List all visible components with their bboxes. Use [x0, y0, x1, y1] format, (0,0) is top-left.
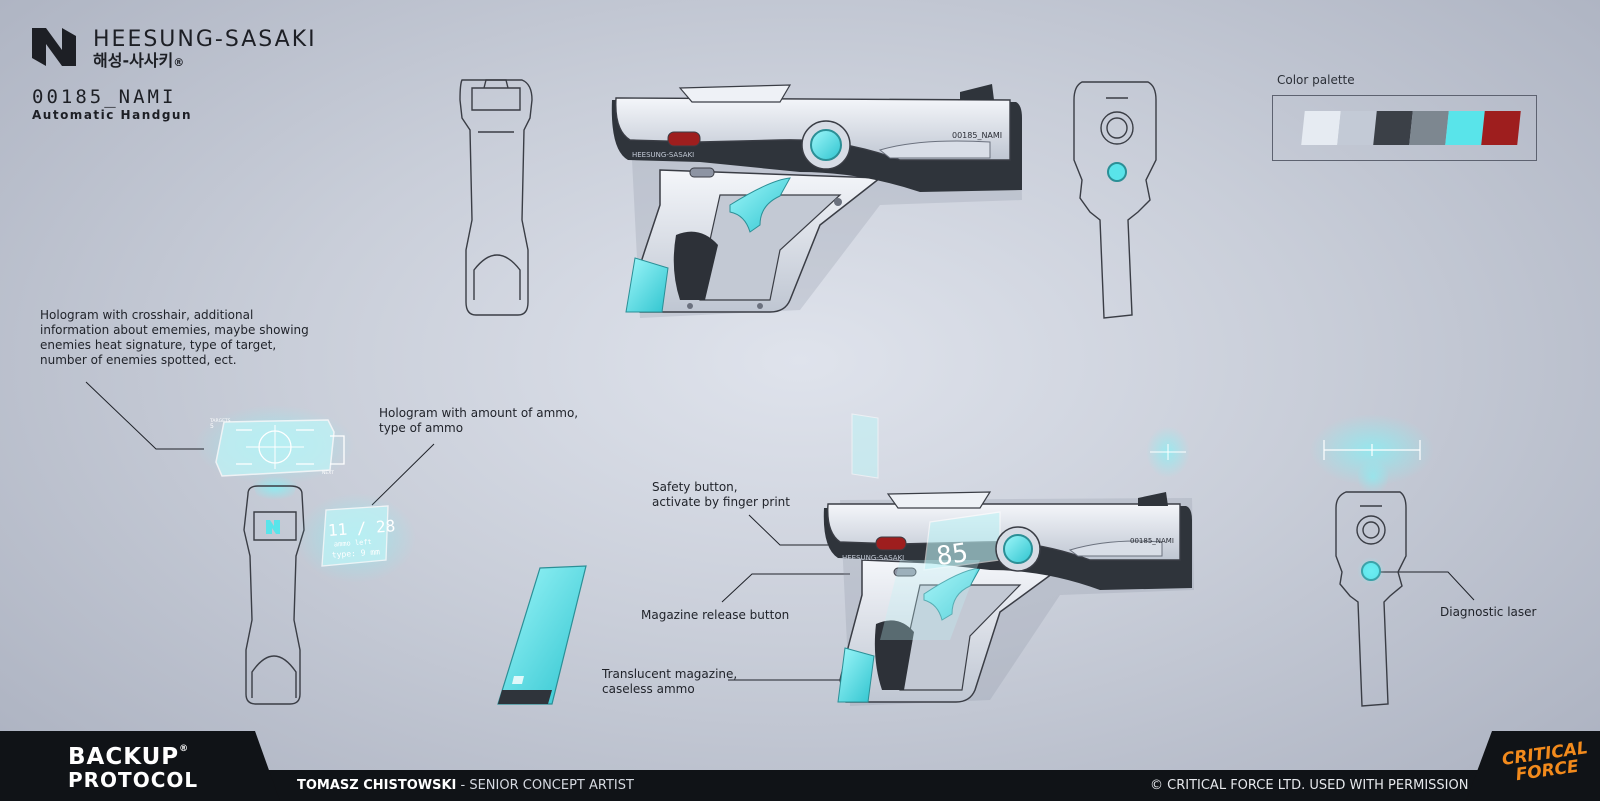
palette-swatch [1337, 111, 1377, 145]
footer-left-tab [0, 731, 280, 801]
crosshair-targets-count: 5 [210, 423, 214, 430]
note-crosshair-hologram: Hologram with crosshair, additional info… [40, 308, 309, 367]
rear-view-outline-bottom [243, 485, 305, 705]
note-magazine-release: Magazine release button [641, 608, 790, 622]
rear-hologram-emitter-icon [266, 520, 280, 534]
game-logo-top-text: BACKUP [68, 744, 180, 770]
game-logo-top: BACKUP® [68, 744, 189, 770]
gun-side-model-bottom: 00185_NAMI [1130, 537, 1174, 545]
palette-swatch [1481, 111, 1521, 145]
palette-swatch [1409, 111, 1449, 145]
model-type: Automatic Handgun [32, 108, 193, 122]
crosshair-hologram [195, 405, 355, 500]
crosshair-next-label: NEXT [322, 470, 334, 476]
front-view-outline-bottom [1310, 414, 1434, 707]
model-code: 00185_NAMI [32, 86, 177, 108]
note-ammo-hologram: Hologram with amount of ammo, type of am… [379, 406, 579, 435]
copyright: © CRITICAL FORCE LTD. USED WITH PERMISSI… [1150, 778, 1469, 793]
note-safety-button: Safety button, activate by finger print [652, 480, 790, 509]
ammo-left-text: ammo left [334, 538, 372, 549]
note-translucent-magazine: Translucent magazine, caseless ammo [602, 667, 738, 696]
note-diagnostic-laser: Diagnostic laser [1440, 605, 1537, 619]
ammo-type-text: type: 9 mm [332, 547, 381, 559]
crosshair-targets-label: TARGETS [209, 418, 231, 424]
footer-right-tab [1466, 731, 1600, 801]
gun-hologram-counter: 85 [935, 538, 970, 572]
palette-swatch [1301, 111, 1341, 145]
annotation-leader-lines [85, 381, 1475, 681]
front-view-outline-top [1073, 81, 1157, 319]
ammo-hologram [296, 493, 416, 583]
side-view-gun-top [611, 84, 1022, 318]
side-view-gun-bottom [823, 413, 1194, 706]
rear-view-outline-top [459, 79, 533, 316]
gun-side-brand-bottom: HEESUNG-SASAKI [842, 554, 904, 562]
gun-side-model-top: 00185_NAMI [952, 131, 1002, 140]
brand-logo-mark [32, 28, 76, 66]
registered-mark: ® [173, 56, 185, 69]
gun-side-brand-top: HEESUNG-SASAKI [632, 151, 694, 159]
palette-swatch [1373, 111, 1413, 145]
brand-korean-text: 해성-사사키 [93, 51, 174, 70]
game-logo-bottom: PROTOCOL [68, 768, 199, 792]
translucent-magazine [497, 565, 587, 705]
artist-credit: TOMASZ CHISTOWSKI - SENIOR CONCEPT ARTIS… [297, 778, 634, 793]
front-laser-lens-top [1107, 162, 1127, 182]
game-trademark: ® [179, 744, 190, 754]
ammo-count-text: 11 / 28 [327, 516, 396, 540]
palette-swatch [1445, 111, 1485, 145]
artist-name: TOMASZ CHISTOWSKI [297, 778, 457, 793]
palette-label: Color palette [1277, 73, 1355, 87]
brand-korean-name: 해성-사사키® [93, 47, 184, 71]
brand-name: HEESUNG-SASAKI [93, 27, 317, 52]
artist-role: - SENIOR CONCEPT ARTIST [456, 778, 634, 793]
color-palette [1272, 95, 1537, 161]
